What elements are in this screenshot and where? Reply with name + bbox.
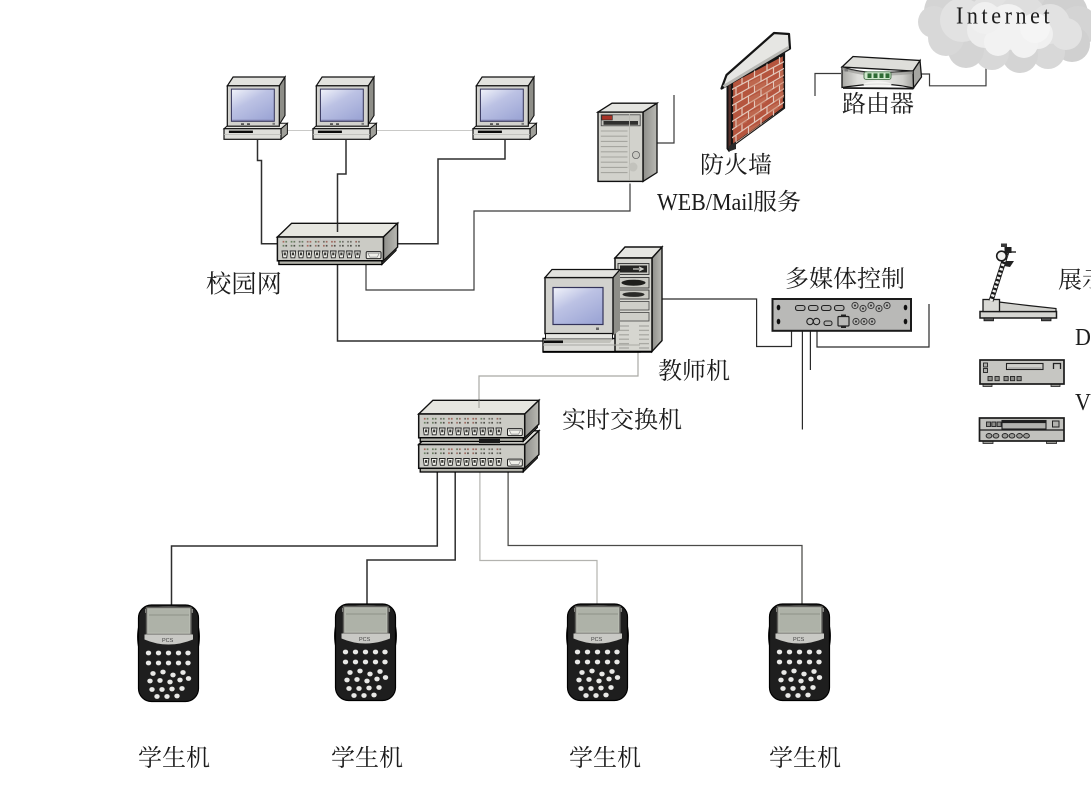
- svg-text:WEB/Mail: WEB/Mail: [657, 189, 754, 216]
- svg-text:Internet: Internet: [956, 2, 1053, 29]
- svg-text:DVD: DVD: [1075, 324, 1091, 351]
- svg-text:VHS: VHS: [1075, 389, 1091, 416]
